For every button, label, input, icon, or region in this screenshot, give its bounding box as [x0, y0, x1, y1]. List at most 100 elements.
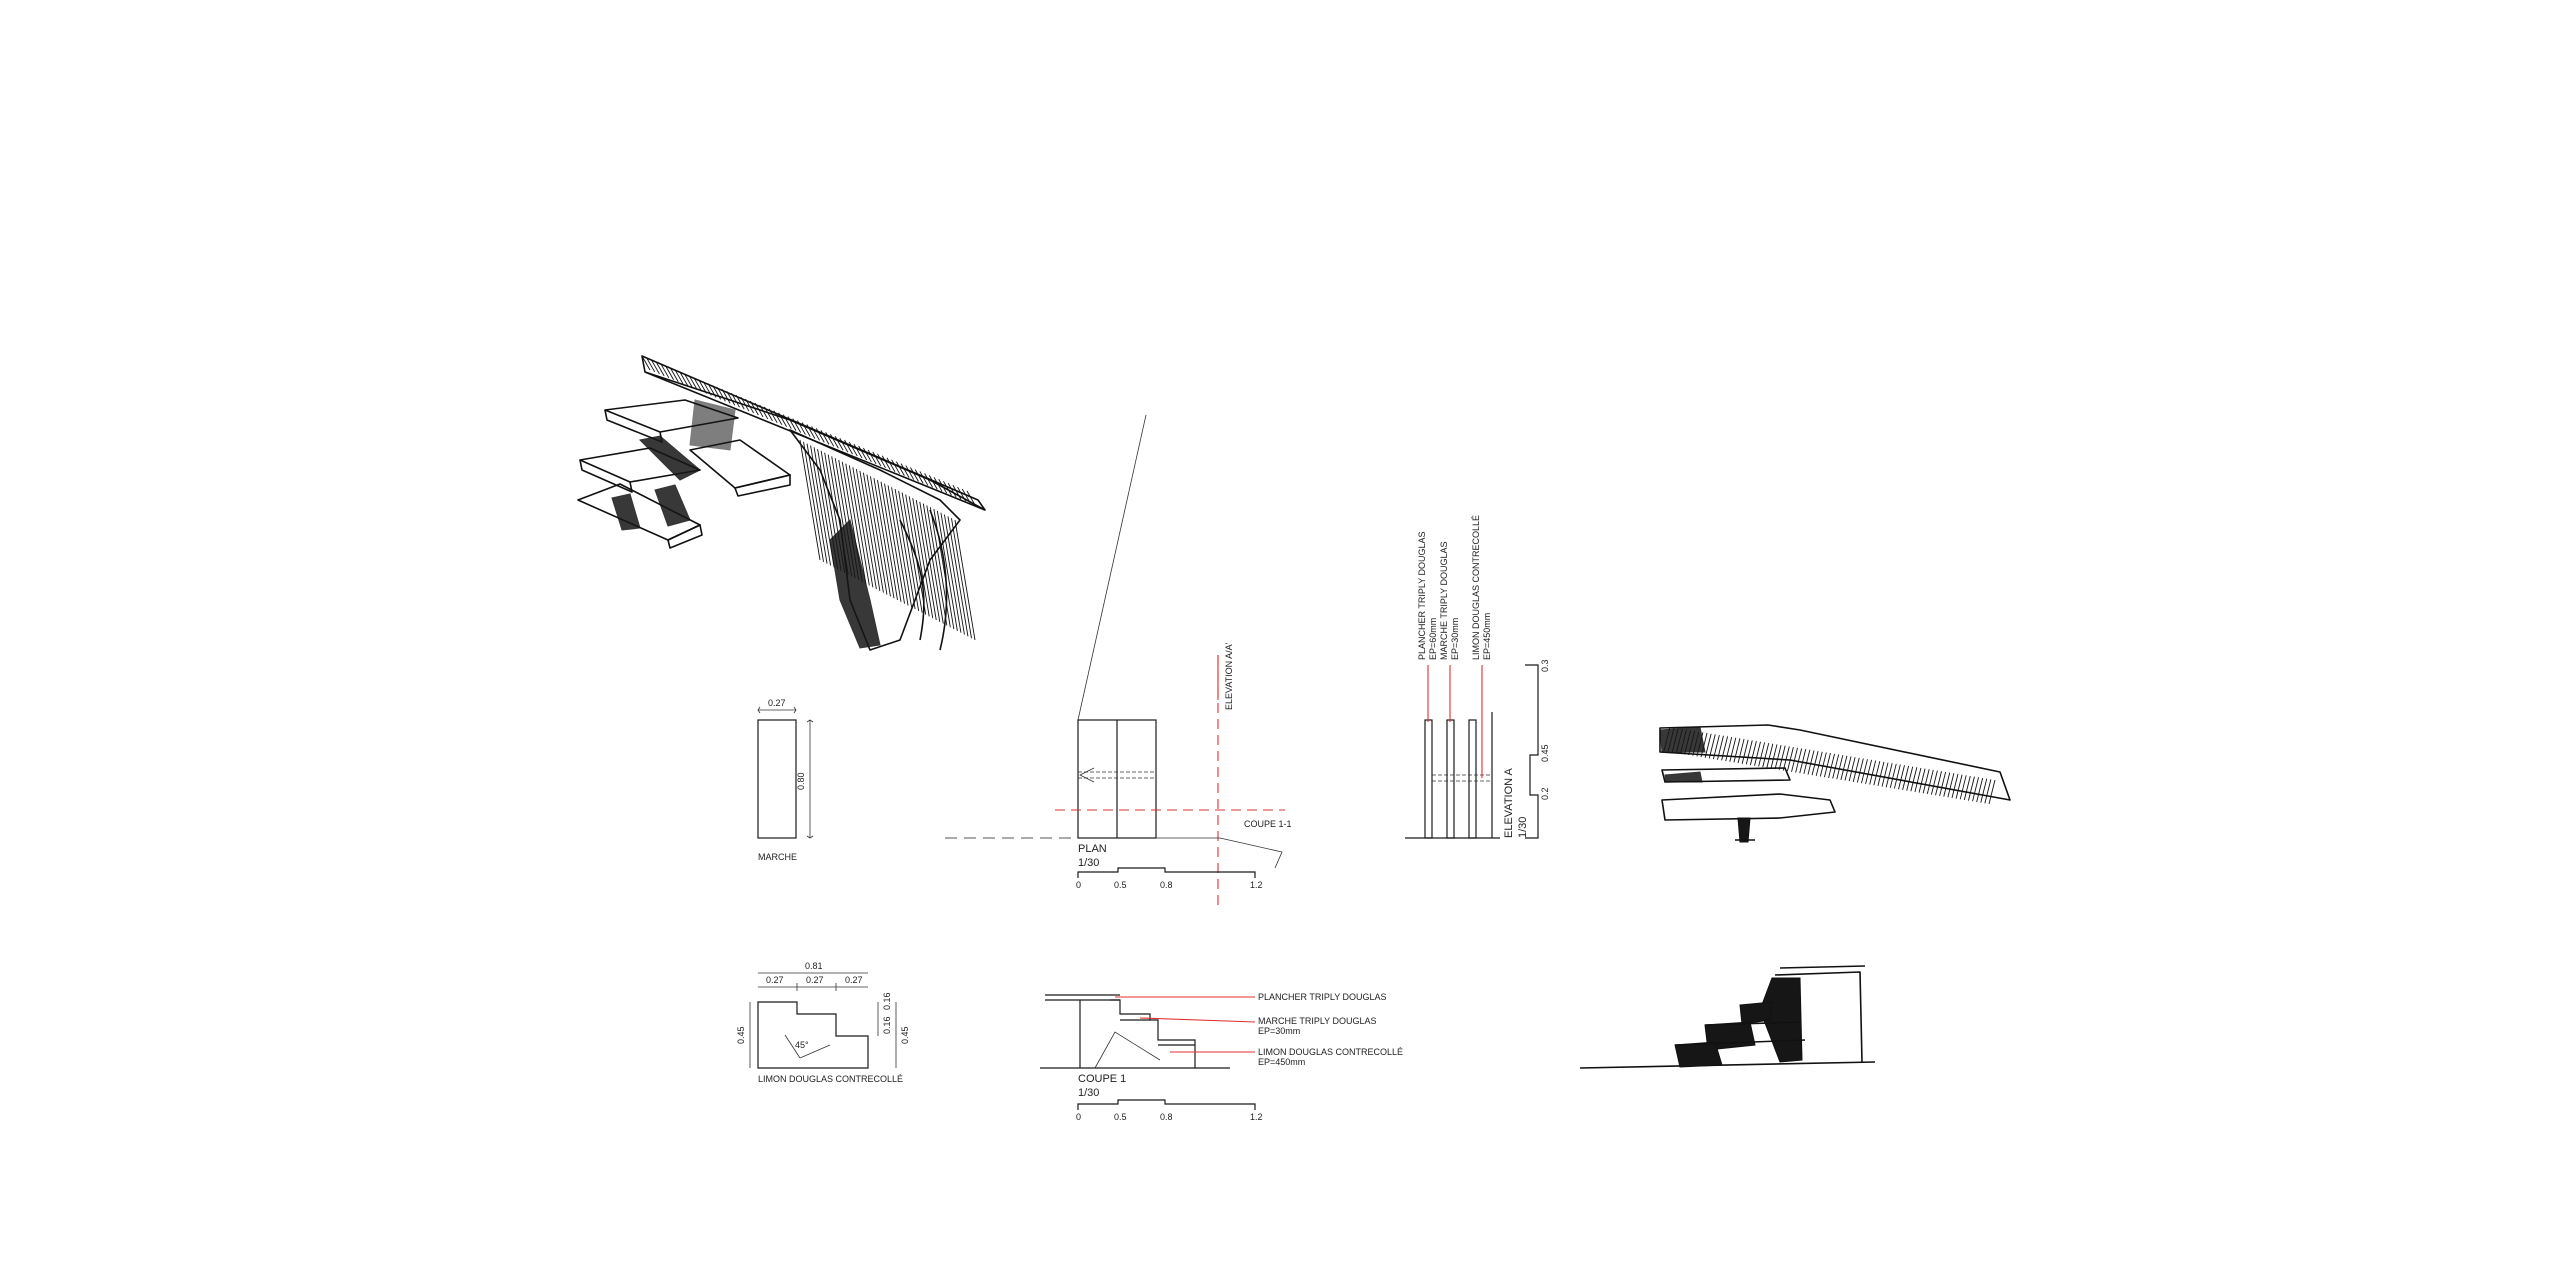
- hatch-stroke: [707, 383, 717, 398]
- hatch-stroke: [1807, 750, 1815, 775]
- hatch-stroke: [735, 394, 745, 410]
- hatch-stroke: [1799, 749, 1807, 774]
- coupe-limon-label: LIMON DOUGLAS CONTRECOLLÉ: [1258, 1047, 1403, 1057]
- elev-marche-label: MARCHE TRIPLY DOUGLAS: [1439, 541, 1449, 660]
- coupe-title: COUPE 1: [1078, 1073, 1126, 1085]
- hatch-stroke: [947, 516, 969, 637]
- hatch-stroke: [1852, 757, 1860, 782]
- hatch-stroke: [1856, 758, 1864, 783]
- hatch-stroke: [943, 514, 965, 635]
- elev-dim-bottom: 0.2: [1540, 787, 1550, 800]
- hatch-stroke: [858, 445, 868, 461]
- hatch-stroke: [1811, 751, 1819, 776]
- hatch-stroke: [1733, 738, 1741, 763]
- hatch-stroke: [839, 437, 849, 453]
- hatch-stroke: [749, 400, 759, 416]
- hatch-stroke: [834, 435, 844, 451]
- hatch-stroke: [782, 414, 792, 429]
- hatch-stroke: [641, 355, 651, 371]
- hatch-stroke: [1791, 747, 1798, 772]
- hatch-stroke: [698, 379, 707, 394]
- hatch-stroke: [859, 470, 881, 591]
- hatch-stroke: [792, 418, 802, 433]
- hatch-stroke: [726, 390, 736, 406]
- hatch-stroke: [844, 439, 853, 455]
- hatch-stroke: [820, 430, 830, 445]
- hatch-stroke: [1815, 751, 1823, 776]
- coupe-scale-tick-0: 0: [1076, 1112, 1081, 1122]
- hatch-stroke: [1725, 736, 1733, 762]
- hatch-stroke: [806, 443, 828, 564]
- hatch-stroke: [721, 389, 731, 404]
- hatch-stroke: [1885, 763, 1893, 788]
- hatch-stroke: [862, 472, 884, 593]
- hatch-stroke: [957, 486, 966, 502]
- coupe-marche-ep: EP=30mm: [1258, 1026, 1300, 1036]
- hatch-stroke: [1828, 753, 1835, 778]
- limon-detail: 45° 0.81 0.27 0.27 0.27 0.45 0.16 0.16 0…: [736, 961, 910, 1084]
- hatch-stroke: [1963, 775, 1971, 801]
- hatch-stroke: [1881, 762, 1889, 787]
- hatch-stroke: [1749, 740, 1757, 766]
- marche-title: MARCHE: [758, 852, 797, 862]
- plan-scale-tick-0: 0: [1076, 880, 1081, 890]
- hatch-stroke: [1922, 769, 1930, 794]
- hatch-stroke: [1967, 776, 1975, 801]
- hatch-stroke: [1869, 760, 1877, 785]
- elev-limon-label: LIMON DOUGLAS CONTRECOLLÉ: [1471, 515, 1481, 660]
- limon-step1-dim: 0.27: [766, 975, 784, 985]
- hatch-stroke: [1861, 759, 1868, 784]
- hatch-stroke: [1774, 745, 1782, 770]
- hatch-stroke: [881, 455, 891, 471]
- hatch-stroke: [801, 422, 811, 437]
- side-sketch: [1659, 724, 2011, 843]
- hatch-stroke: [1712, 734, 1720, 760]
- hatch-stroke: [848, 441, 858, 457]
- hatch-stroke: [1745, 740, 1753, 765]
- hatch-stroke: [1741, 739, 1749, 764]
- limon-step3-dim: 0.27: [845, 975, 863, 985]
- hatch-stroke: [1758, 742, 1766, 767]
- hatch-stroke: [1972, 777, 1979, 802]
- hatch-stroke: [938, 479, 948, 494]
- hatch-stroke: [1803, 749, 1811, 774]
- hatch-stroke: [1704, 733, 1712, 758]
- marche-height-dim: 0.80: [796, 772, 806, 790]
- hatch-stroke: [1770, 744, 1778, 769]
- hatch-stroke: [1918, 768, 1926, 793]
- elevation-drawing: PLANCHER TRIPLY DOUGLAS EP=60mm MARCHE T…: [1405, 515, 1550, 839]
- elev-plancher-ep: EP=60mm: [1428, 618, 1438, 660]
- hatch-stroke: [825, 432, 835, 447]
- coupe-marche-label: MARCHE TRIPLY DOUGLAS: [1258, 1016, 1377, 1026]
- hatch-stroke: [1914, 767, 1922, 793]
- hatch-stroke: [947, 482, 957, 498]
- plan-scale-tick-2: 0.8: [1160, 880, 1173, 890]
- hatch-stroke: [1848, 757, 1856, 782]
- plan-elevation-ref: ELEVATION A/A': [1224, 642, 1234, 710]
- hatch-stroke: [900, 463, 910, 478]
- hatch-stroke: [646, 357, 656, 373]
- hatch-stroke: [806, 424, 816, 439]
- hatch-stroke: [830, 434, 839, 449]
- hatch-stroke: [877, 453, 886, 469]
- hatch-stroke: [745, 398, 755, 414]
- hatch-stroke: [1935, 771, 1942, 796]
- hatch-stroke: [867, 449, 877, 465]
- limon-left-h: 0.45: [736, 1026, 746, 1044]
- hatch-stroke: [1786, 747, 1794, 772]
- hatch-stroke: [908, 496, 930, 617]
- hatch-stroke: [966, 490, 976, 506]
- plan-scale-tick-1: 0.5: [1114, 880, 1127, 890]
- hatch-stroke: [940, 512, 962, 633]
- limon-title: LIMON DOUGLAS CONTRECOLLÉ: [758, 1074, 903, 1084]
- hatch-stroke: [872, 451, 882, 467]
- hatch-stroke: [1889, 763, 1897, 789]
- hatch-stroke: [731, 392, 740, 408]
- hatch-stroke: [674, 369, 684, 384]
- hatch-stroke: [919, 501, 941, 622]
- hatch-stroke: [1708, 734, 1716, 759]
- marche-detail: 0.27 0.80 MARCHE: [757, 698, 814, 862]
- hatch-stroke: [870, 476, 891, 597]
- hatch-stroke: [688, 375, 698, 390]
